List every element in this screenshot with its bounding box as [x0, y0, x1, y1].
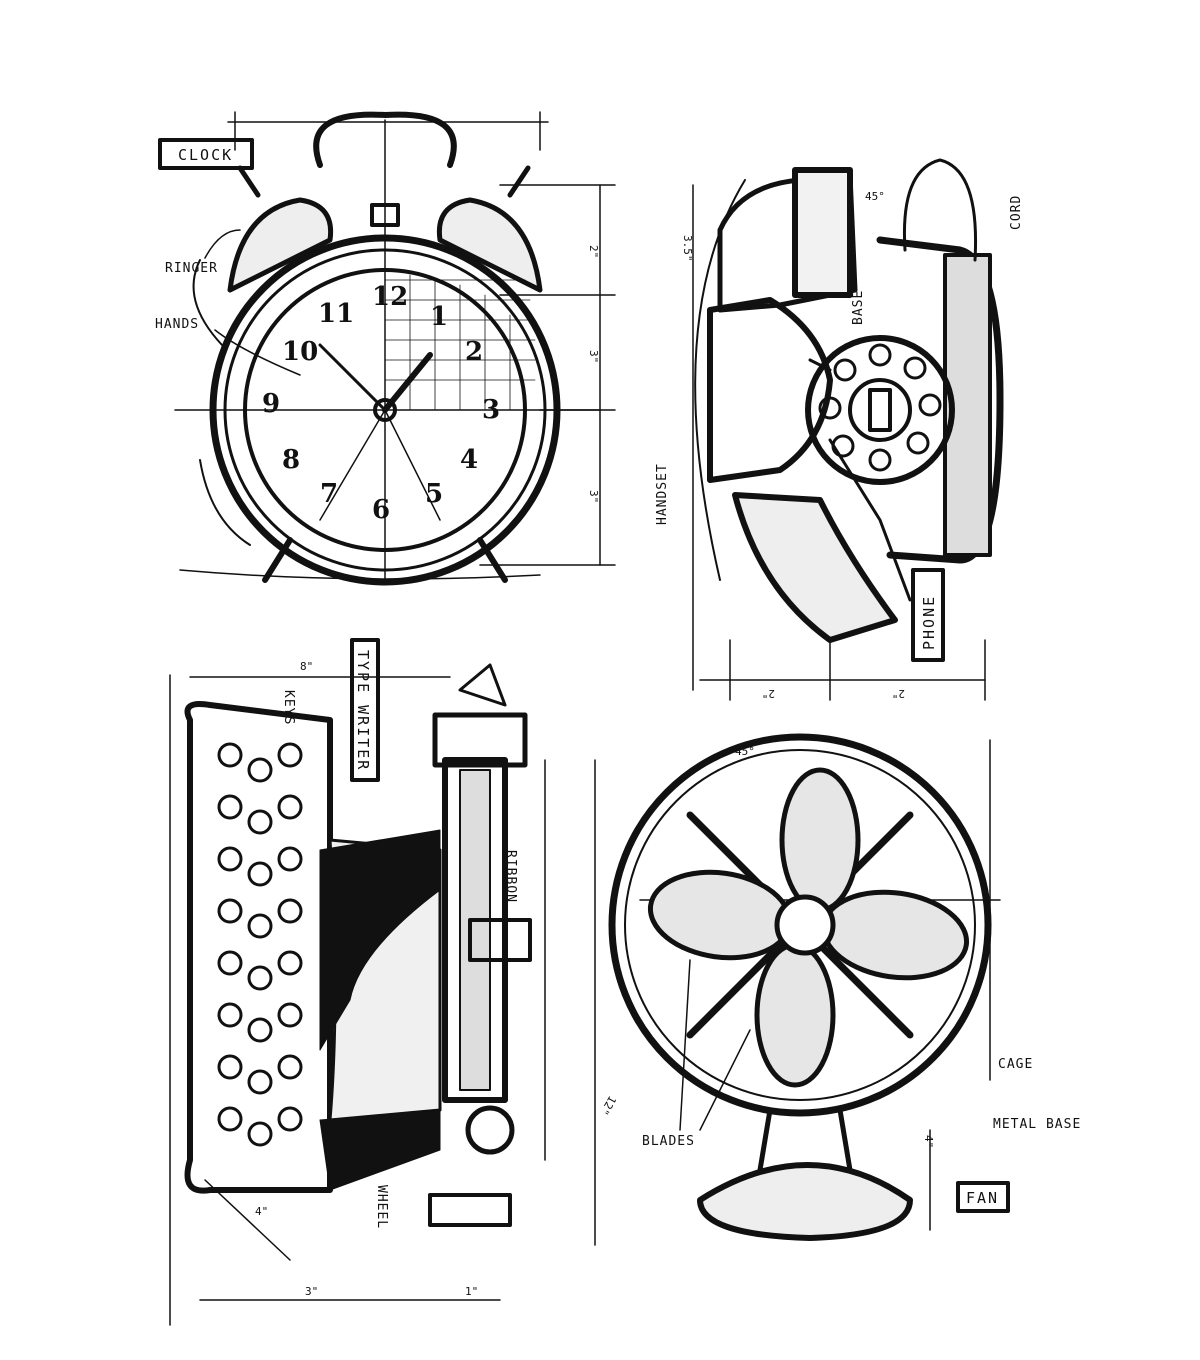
typewriter-key [277, 794, 303, 820]
clock-number: 2 [465, 337, 483, 367]
phone-title-box [911, 568, 945, 662]
clock-number: 6 [372, 495, 390, 525]
blades-arrows [679, 959, 751, 1131]
base-label: BASE [851, 290, 866, 325]
typewriter-title: TYPE WRITER [354, 650, 372, 771]
blades-label: BLADES [642, 1134, 695, 1149]
fan-title: FAN [966, 1189, 999, 1207]
phone-sketch: BASE CORD HANDSET PHONE 45° 3.5" 2" 2" [655, 158, 1024, 701]
typewriter-guide-lines [169, 674, 546, 1326]
dimension-label: 8" [300, 660, 313, 673]
typewriter-key [277, 950, 303, 976]
fan-title-box [956, 1181, 1010, 1213]
hands-arrow [214, 329, 301, 376]
dimension-label: 4" [922, 1135, 935, 1148]
clock-number: 5 [425, 479, 443, 509]
typewriter-key [277, 1106, 303, 1132]
clock-number: 4 [460, 445, 478, 475]
typewriter-sketch: TYPE WRITER KEYS RIBBON WHEEL 8" 4" 3" 1… [169, 638, 546, 1326]
keys-label: KEYS [281, 690, 296, 725]
typewriter-key [247, 913, 273, 939]
dimension-label: 4" [255, 1205, 268, 1218]
ringer-label: RINGER [165, 261, 218, 276]
typewriter-key [277, 742, 303, 768]
metal-base-text: METAL BASE [993, 1117, 1081, 1132]
typewriter-key [247, 965, 273, 991]
wheel-label: WHEEL [374, 1185, 389, 1229]
typewriter-key [217, 1054, 243, 1080]
clock-number: 10 [282, 337, 318, 367]
dimension-label: 2" [892, 687, 905, 700]
typewriter-key [247, 861, 273, 887]
typewriter-title-box [350, 638, 380, 782]
dimension-label: 2" [762, 687, 775, 700]
dimension-label: 3" [587, 490, 600, 503]
dimension-label: 2" [587, 245, 600, 258]
angle-label: 45° [735, 745, 755, 758]
dimension-label: 12" [597, 1094, 618, 1118]
typewriter-key [247, 809, 273, 835]
typewriter-key [277, 1054, 303, 1080]
typewriter-key [217, 742, 243, 768]
typewriter-key [217, 846, 243, 872]
fan-body [608, 733, 992, 1241]
typewriter-keys [217, 742, 303, 1147]
ribbon-label: RIBBON [503, 850, 518, 903]
typewriter-key [247, 757, 273, 783]
typewriter-key [277, 898, 303, 924]
clock-number: 12 [372, 282, 408, 312]
typewriter-key [217, 898, 243, 924]
clock-number: 1 [430, 302, 448, 332]
clock-numbers: 12 1 2 3 4 5 6 7 8 9 10 11 [262, 282, 500, 525]
typewriter-body [184, 663, 532, 1227]
typewriter-key [217, 950, 243, 976]
clock-number: 7 [320, 479, 338, 509]
clock-body [179, 111, 561, 586]
typewriter-key [277, 1002, 303, 1028]
typewriter-key [247, 1069, 273, 1095]
hands-label: HANDS [155, 317, 199, 332]
dimension-label: 1" [465, 1285, 478, 1298]
typewriter-key [217, 1002, 243, 1028]
dimension-label: 3" [587, 350, 600, 363]
typewriter-key [217, 794, 243, 820]
dimension-label: 3" [305, 1285, 318, 1298]
handset-label: HANDSET [655, 463, 670, 525]
metal-base-label: METAL BASE [993, 1117, 1081, 1132]
clock-number: 9 [262, 389, 280, 419]
clock-number: 11 [318, 299, 354, 329]
typewriter-key [247, 1017, 273, 1043]
clock-title-box [158, 138, 254, 170]
ringer-arrow [204, 229, 241, 259]
phone-body [707, 158, 1004, 643]
fan-sketch: 45° CAGE BLADES METAL BASE FAN 12" 4" [594, 733, 1081, 1246]
clock-sketch: 12 1 2 3 4 5 6 7 8 9 10 11 CLOCK RINGER … [155, 111, 616, 586]
typewriter-key [217, 1106, 243, 1132]
clock-number: 3 [482, 395, 500, 425]
typewriter-key [247, 1121, 273, 1147]
cage-label: CAGE [998, 1057, 1033, 1072]
angle-label: 45° [865, 190, 885, 203]
dimension-label: 3.5" [681, 235, 694, 262]
typewriter-key [277, 846, 303, 872]
clock-title: CLOCK [178, 146, 233, 164]
cord-label: CORD [1009, 195, 1024, 230]
clock-number: 8 [282, 445, 300, 475]
phone-title: PHONE [920, 595, 938, 650]
